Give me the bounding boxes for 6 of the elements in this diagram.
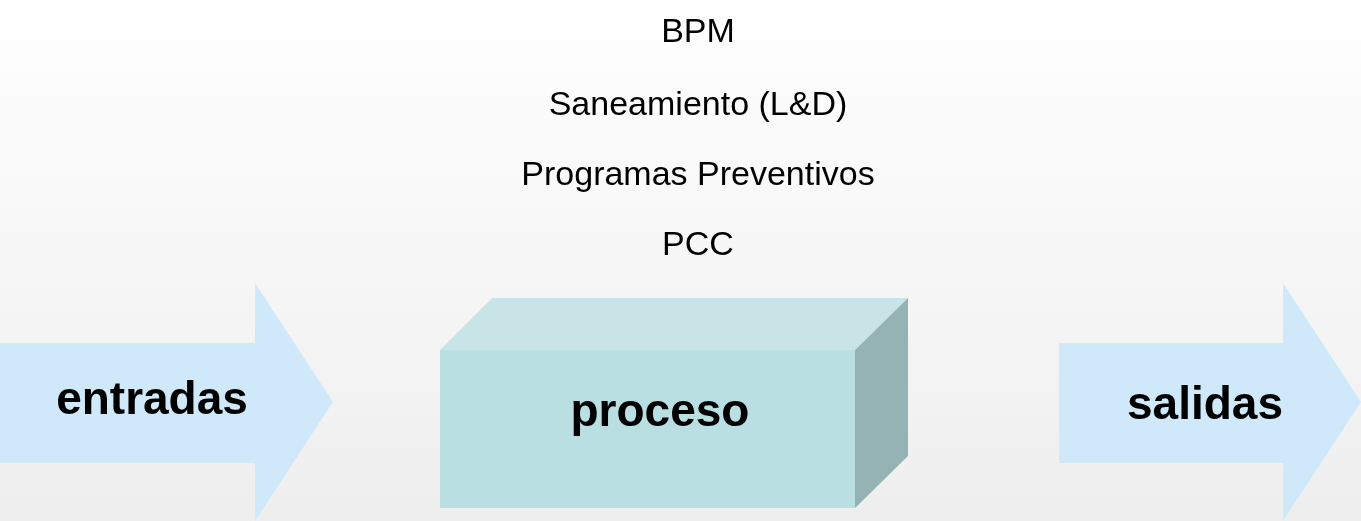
input-arrow: entradas bbox=[0, 283, 333, 521]
list-text: BPM bbox=[661, 10, 735, 50]
list-text: Saneamiento (L&D) bbox=[548, 83, 848, 123]
list-text: Programas Preventivos bbox=[521, 153, 875, 193]
output-arrow: salidas bbox=[1059, 283, 1361, 521]
list-text: PCC bbox=[662, 223, 734, 263]
